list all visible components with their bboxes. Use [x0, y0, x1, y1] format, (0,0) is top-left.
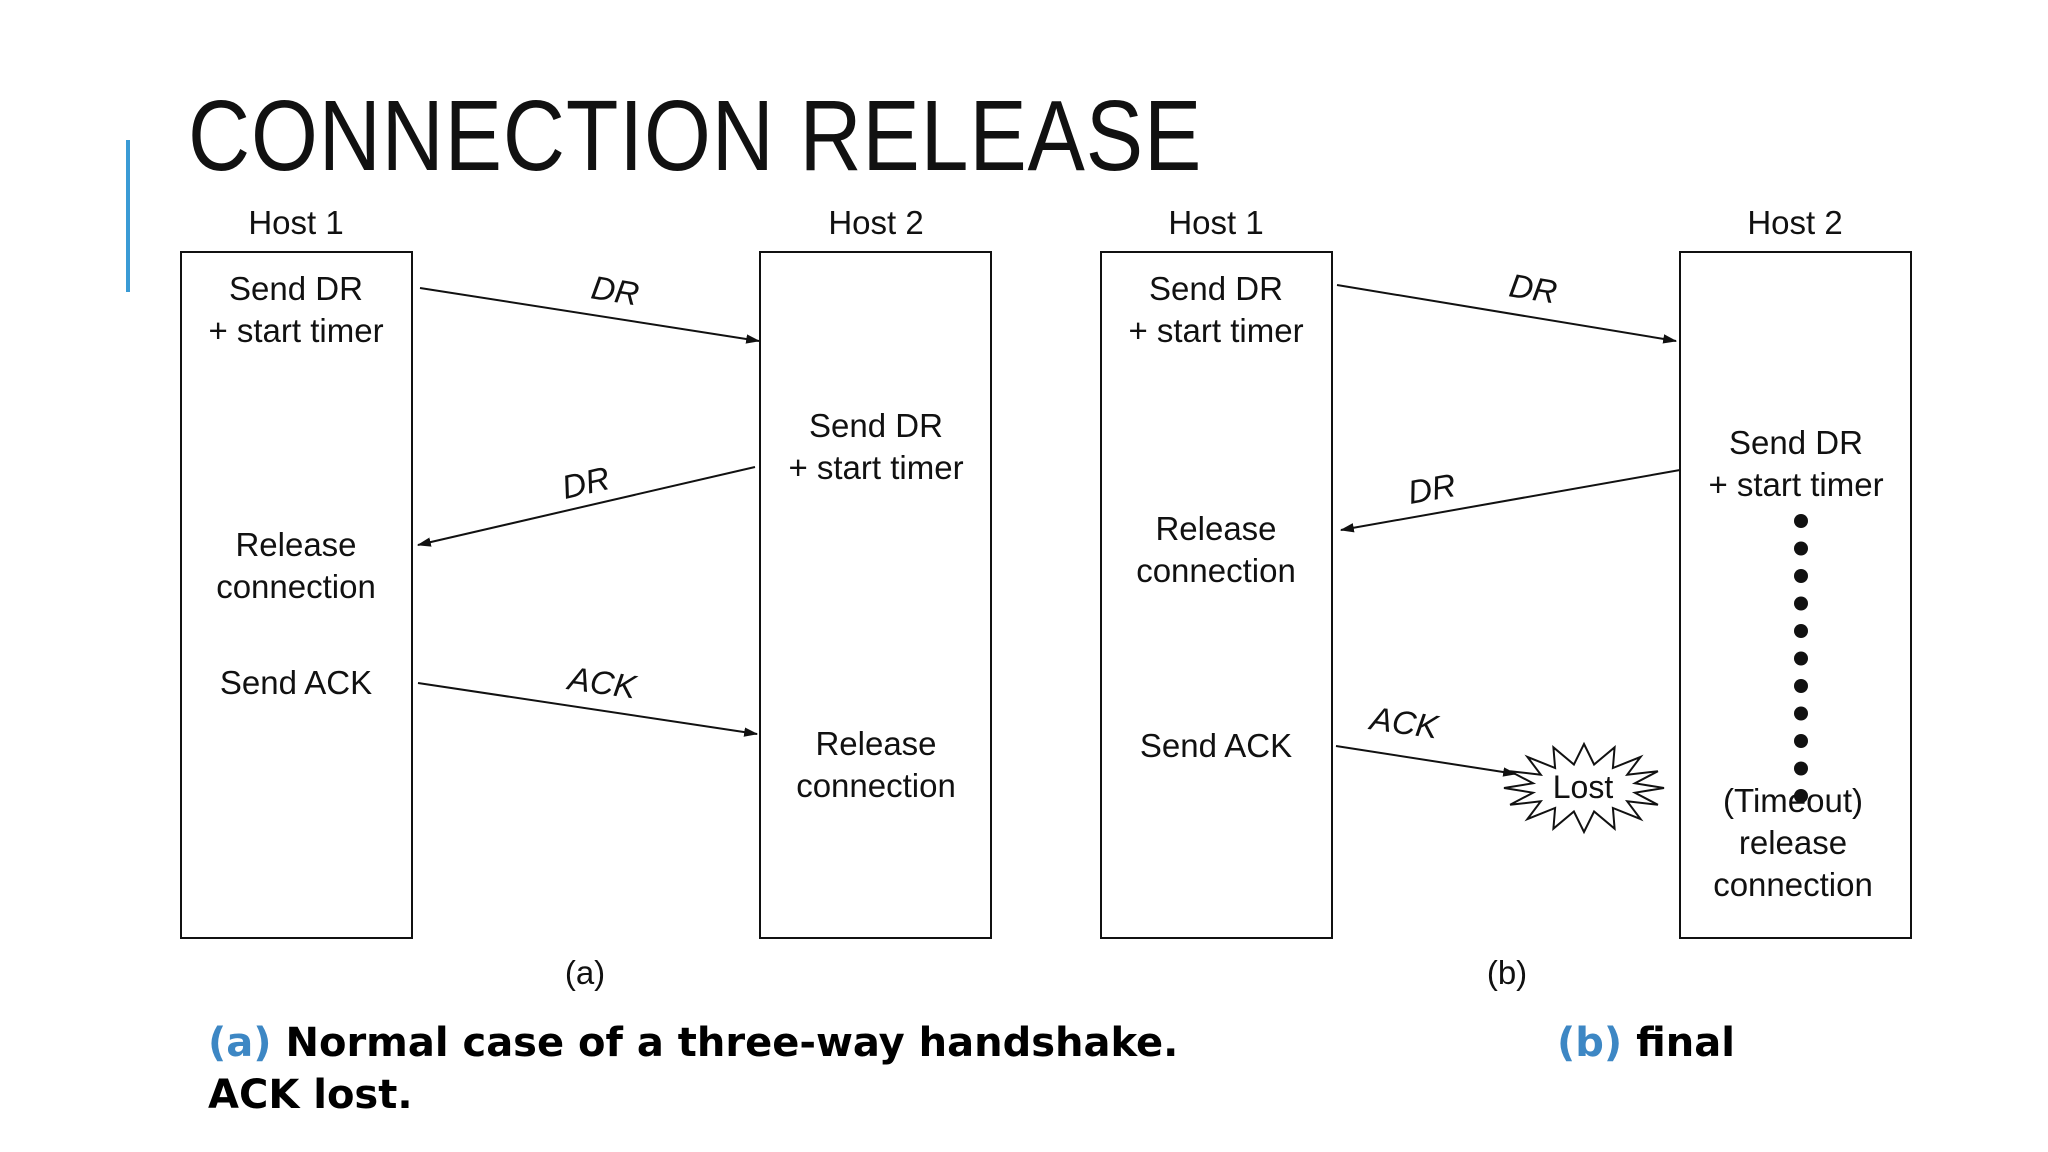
- caption-a: (a) Normal case of a three-way handshake…: [208, 1018, 1178, 1068]
- timer-dot: [1794, 734, 1808, 748]
- accent-bar: [126, 140, 130, 292]
- a-msg-ack: ACK: [564, 659, 640, 706]
- caption-a-tag: (a): [208, 1020, 272, 1066]
- a-msg-dr-1: DR: [589, 269, 642, 313]
- a-h1-send-dr-line1: Send DR: [229, 270, 363, 307]
- a-msg-dr-2: DR: [558, 459, 613, 506]
- timer-dot: [1794, 596, 1808, 611]
- b-arrow-ack: [1335, 745, 1518, 777]
- a-h2-send-dr-line1: Send DR: [809, 407, 943, 444]
- b-msg-ack: ACK: [1366, 699, 1442, 746]
- b-h1-release-line2: connection: [1136, 552, 1296, 589]
- b-h2-send-dr-line2: + start timer: [1708, 466, 1883, 503]
- timer-dot: [1794, 679, 1808, 693]
- b-msg-dr-1: DR: [1507, 267, 1560, 311]
- timer-dot: [1794, 624, 1808, 638]
- a-h1-send-ack: Send ACK: [220, 664, 372, 701]
- a-figure-label: (a): [565, 954, 605, 991]
- b-timer-dots: [1794, 514, 1808, 803]
- b-h2-send-dr-line1: Send DR: [1729, 424, 1863, 461]
- b-host1-label: Host 1: [1168, 204, 1263, 241]
- b-host2-label: Host 2: [1747, 204, 1842, 241]
- diagram-a: Host 1 Host 2 Send DR + start timer Send…: [180, 204, 992, 991]
- a-arrow-ack: [417, 682, 759, 737]
- timer-dot: [1794, 514, 1808, 528]
- a-h1-release-line2: connection: [216, 568, 376, 605]
- a-h1-release-line1: Release: [235, 526, 356, 563]
- timer-dot: [1794, 541, 1808, 556]
- a-h2-release-line2: connection: [796, 767, 956, 804]
- b-h1-send-dr-line1: Send DR: [1149, 270, 1283, 307]
- timer-dot: [1794, 789, 1808, 803]
- b-h2-timeout-line3: connection: [1713, 866, 1873, 903]
- lost-burst-icon: [1503, 741, 1665, 835]
- a-arrow-dr-2: [416, 466, 756, 547]
- b-figure-label: (b): [1487, 954, 1527, 991]
- b-h1-send-dr-line2: + start timer: [1128, 312, 1303, 349]
- timer-dot: [1794, 761, 1808, 776]
- b-arrow-dr-1: [1336, 284, 1678, 344]
- slide-title: CONNECTION RELEASE: [188, 80, 1203, 192]
- caption-line2: ACK lost.: [208, 1072, 413, 1118]
- b-h2-timeout-line1: (Timeout): [1723, 782, 1863, 819]
- a-h2-release-line1: Release: [815, 725, 936, 762]
- b-host2-timeline: [1679, 251, 1912, 939]
- b-lost-label: Lost: [1553, 769, 1614, 805]
- timer-dot: [1794, 706, 1808, 721]
- a-h2-send-dr-line2: + start timer: [788, 449, 963, 486]
- a-host1-label: Host 1: [248, 204, 343, 241]
- b-h2-timeout-line2: release: [1739, 824, 1847, 861]
- b-host1-timeline: [1100, 251, 1333, 939]
- a-host2-label: Host 2: [828, 204, 923, 241]
- a-host1-timeline: [180, 251, 413, 939]
- a-arrow-dr-1: [419, 287, 761, 344]
- b-h1-release-line1: Release: [1155, 510, 1276, 547]
- b-msg-dr-2: DR: [1405, 466, 1458, 511]
- b-arrow-dr-2: [1339, 469, 1681, 533]
- timer-dot: [1794, 569, 1808, 583]
- a-h1-send-dr-line2: + start timer: [208, 312, 383, 349]
- caption-b-tag: (b): [1557, 1020, 1623, 1066]
- a-host2-timeline: [759, 251, 992, 939]
- diagram-b: Host 1 Host 2 Send DR + start timer Send…: [1100, 204, 1912, 991]
- caption-a-text: Normal case of a three-way handshake.: [271, 1020, 1179, 1066]
- caption-b-text: final: [1622, 1020, 1735, 1066]
- timer-dot: [1794, 651, 1808, 666]
- caption-b: (b) final: [1557, 1018, 1735, 1068]
- b-h1-send-ack: Send ACK: [1140, 727, 1292, 764]
